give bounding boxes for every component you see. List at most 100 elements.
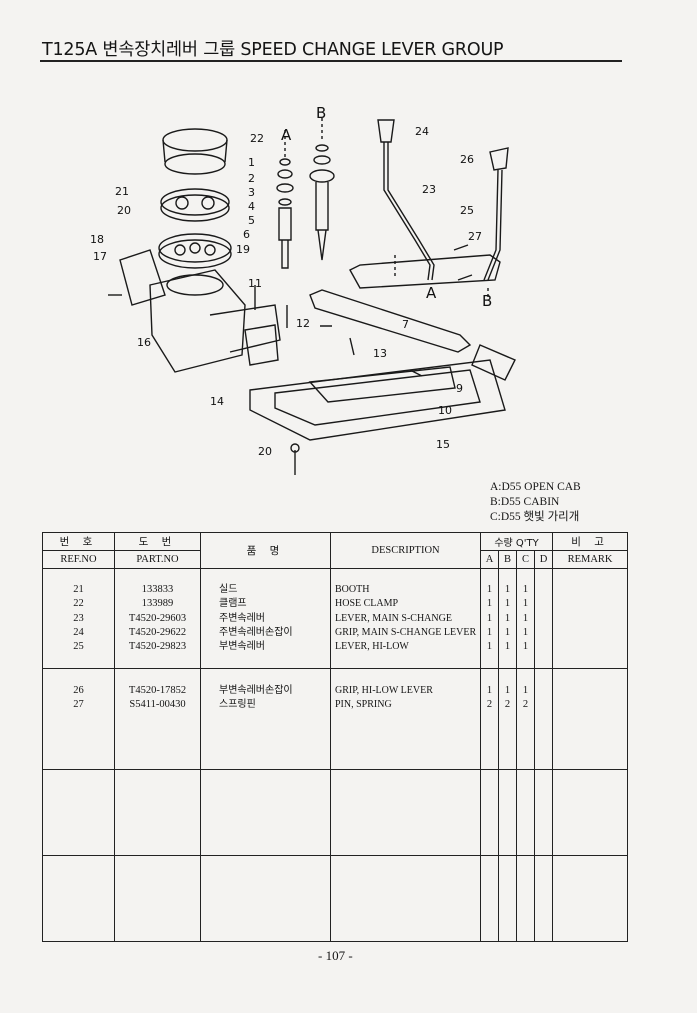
table-cell (480, 668, 499, 684)
cell-c: 1 (516, 640, 535, 655)
table-cell (516, 912, 535, 927)
table-cell (330, 912, 481, 927)
table-cell (516, 769, 535, 784)
table-cell (516, 711, 535, 727)
cell-ref: 26 (42, 683, 115, 698)
cell-remark (552, 683, 629, 698)
marker-B-top: B (316, 104, 326, 122)
table-cell (200, 840, 331, 856)
table-cell (498, 884, 517, 899)
cell-ref: 23 (42, 611, 115, 626)
table-cell (533, 870, 554, 885)
table-cell (114, 826, 201, 841)
table-cell (516, 826, 535, 841)
header-qty-d: D (533, 550, 554, 569)
table-cell (42, 840, 115, 856)
marker-A-top: A (281, 126, 292, 144)
page-number: - 107 - (318, 948, 353, 963)
table-cell (498, 668, 517, 684)
table-cell (480, 812, 499, 827)
callout-1: 1 (248, 156, 255, 169)
table-cell (498, 812, 517, 827)
header-qty-b: B (498, 550, 517, 569)
table-cell (42, 654, 115, 670)
table-cell (200, 668, 331, 684)
marker-B-bottom: B (482, 292, 492, 310)
table-cell (480, 912, 499, 927)
table-cell (42, 884, 115, 899)
cell-d (533, 611, 554, 626)
cell-c: 1 (516, 597, 535, 612)
header-qty-c: C (516, 550, 535, 569)
table-spacer-row (42, 870, 629, 885)
cell-name: 부변속레버손잡이 (200, 683, 331, 698)
table-cell (330, 769, 481, 784)
cell-desc: LEVER, MAIN S-CHANGE (330, 611, 481, 626)
table-cell (516, 568, 535, 584)
table-cell (42, 754, 115, 770)
cell-desc: PIN, SPRING (330, 697, 481, 712)
table-cell (516, 855, 535, 871)
cell-a: 1 (480, 583, 499, 598)
callout-7: 7 (402, 318, 409, 331)
cell-a: 1 (480, 611, 499, 626)
table-cell (552, 812, 629, 827)
cell-b: 1 (498, 625, 517, 640)
table-cell (480, 783, 499, 799)
cell-desc: BOOTH (330, 583, 481, 598)
table-cell (114, 798, 201, 813)
table-spacer-row (42, 798, 629, 813)
table-cell (516, 740, 535, 755)
table-cell (480, 754, 499, 770)
table-cell (498, 870, 517, 885)
table-cell (533, 926, 554, 942)
table-cell (114, 769, 201, 784)
cell-name: 스프링핀 (200, 697, 331, 712)
table-cell (516, 654, 535, 670)
table-cell (516, 884, 535, 899)
cell-desc: LEVER, HI-LOW (330, 640, 481, 655)
table-cell (533, 884, 554, 899)
table-cell (516, 798, 535, 813)
table-cell (552, 783, 629, 799)
table-cell (42, 812, 115, 827)
table-cell (533, 826, 554, 841)
header-qty-a: A (480, 550, 499, 569)
callout-12: 12 (296, 317, 310, 330)
table-cell (42, 912, 115, 927)
callout-4: 4 (248, 200, 255, 213)
table-spacer-row (42, 826, 629, 841)
table-cell (498, 826, 517, 841)
table-cell (533, 812, 554, 827)
cell-remark (552, 583, 629, 598)
table-cell (114, 654, 201, 670)
model-legend: A:D55 OPEN CAB B:D55 CABIN C:D55 햇빛 가리개 (490, 480, 581, 525)
table-cell (200, 926, 331, 942)
table-cell (42, 783, 115, 799)
table-cell (200, 726, 331, 741)
table-cell (498, 769, 517, 784)
header-ref-en: REF.NO (42, 550, 115, 569)
table-cell (533, 912, 554, 927)
table-cell (114, 726, 201, 741)
table-cell (330, 926, 481, 942)
table-cell (480, 840, 499, 856)
callout-21: 21 (115, 185, 129, 198)
table-cell (552, 769, 629, 784)
cell-c: 1 (516, 583, 535, 598)
table-cell (330, 870, 481, 885)
table-cell (533, 754, 554, 770)
table-cell (516, 926, 535, 942)
table-cell (533, 798, 554, 813)
table-cell (480, 769, 499, 784)
table-cell (114, 568, 201, 584)
table-cell (498, 840, 517, 856)
table-cell (42, 740, 115, 755)
cell-part: 133833 (114, 583, 201, 598)
table-cell (533, 711, 554, 727)
table-cell (516, 870, 535, 885)
